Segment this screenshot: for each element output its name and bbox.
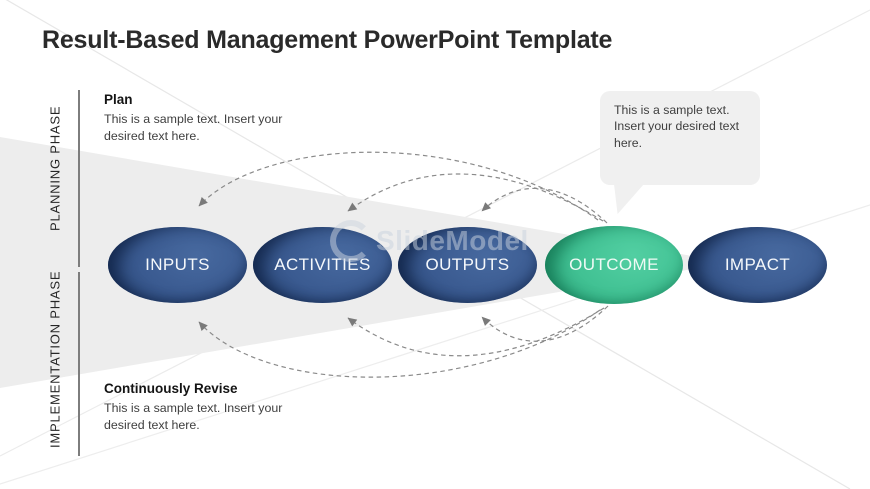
stage-outputs: OUTPUTS (398, 227, 537, 303)
plan-note: Plan This is a sample text. Insert your … (104, 92, 304, 145)
stage-outputs-label: OUTPUTS (425, 255, 510, 274)
arrow-outcome-to-activities-top (347, 173, 604, 222)
stage-impact: IMPACT (688, 227, 827, 303)
revise-note-body: This is a sample text. Insert your desir… (104, 401, 283, 433)
phase-divider-line-bottom (78, 272, 80, 456)
stage-outcome: OUTCOME (545, 226, 683, 304)
speech-bubble-text: This is a sample text. Insert your desir… (614, 103, 740, 150)
stage-activities: ACTIVITIES (253, 227, 392, 303)
phase-divider-line-top (78, 90, 80, 267)
stage-impact-label: IMPACT (724, 255, 791, 274)
implementation-phase-label: IMPLEMENTATION PHASE (47, 270, 63, 448)
stage-outcome-label: OUTCOME (569, 255, 659, 274)
arrow-outcome-to-inputs-top (198, 151, 599, 221)
revise-note: Continuously Revise This is a sample tex… (104, 381, 304, 434)
speech-bubble: This is a sample text. Insert your desir… (600, 91, 760, 185)
stage-inputs: INPUTS (108, 227, 247, 303)
slide-title: Result-Based Management PowerPoint Templ… (42, 26, 613, 54)
arrow-outcome-to-outputs-bottom (481, 305, 609, 342)
arrow-outcome-to-inputs-bottom (198, 309, 601, 378)
arrow-outcome-to-outputs-top (481, 187, 608, 224)
plan-note-body: This is a sample text. Insert your desir… (104, 112, 283, 144)
stage-inputs-label: INPUTS (145, 255, 210, 274)
revise-note-heading: Continuously Revise (104, 381, 238, 396)
stage-activities-label: ACTIVITIES (274, 255, 371, 274)
arrow-outcome-to-activities-bottom (347, 307, 605, 357)
plan-note-heading: Plan (104, 92, 133, 107)
planning-phase-label: PLANNING PHASE (47, 105, 63, 231)
